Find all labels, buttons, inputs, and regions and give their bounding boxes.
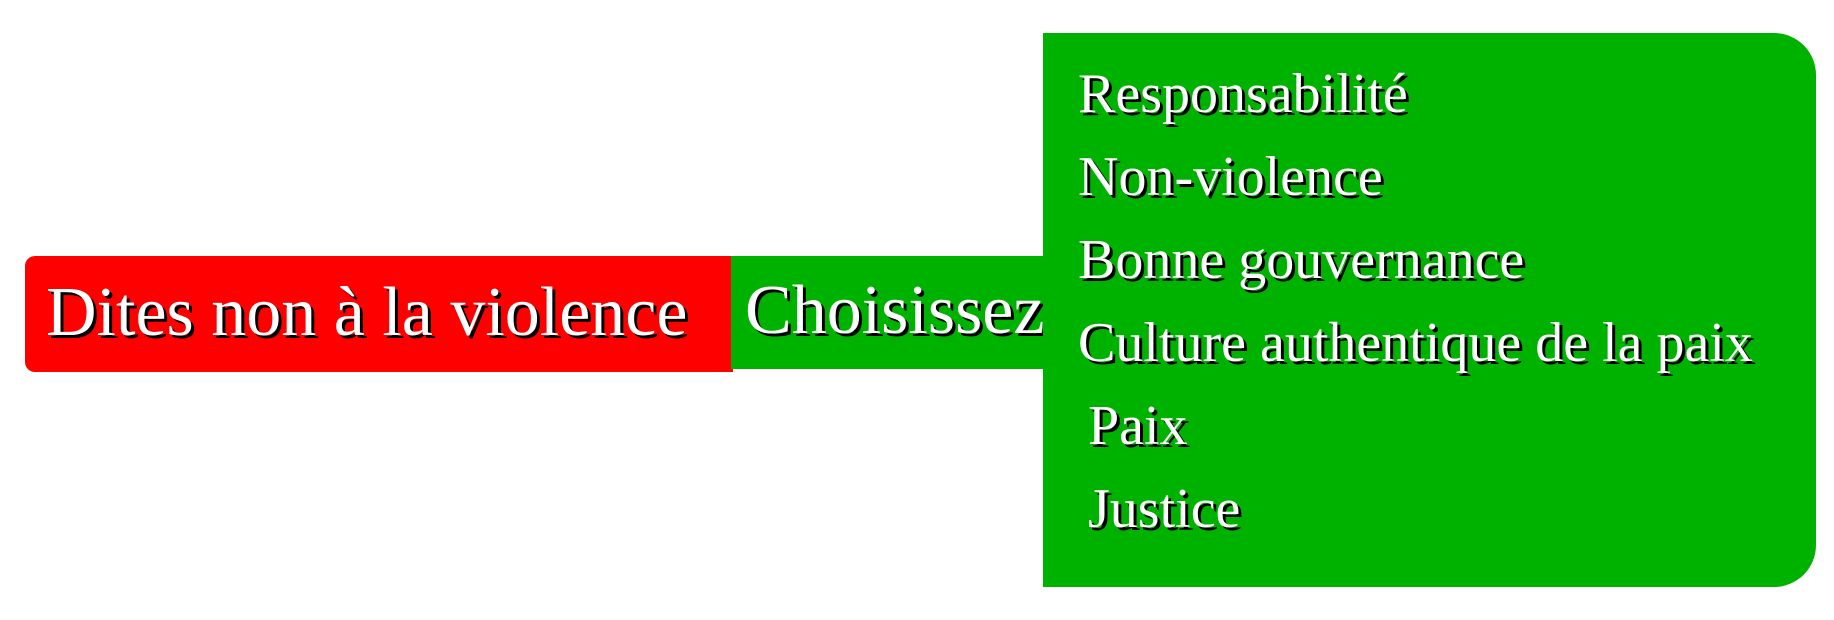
say-no-to-violence-box: Dites non à la violence bbox=[25, 256, 733, 372]
choice-item-non-violence: Non-violence bbox=[1078, 146, 1383, 208]
choose-text: Choisissez bbox=[745, 272, 1045, 349]
say-no-to-violence-text: Dites non à la violence bbox=[46, 274, 688, 351]
choice-item-good-governance: Bonne gouvernance bbox=[1078, 229, 1525, 291]
choice-item-responsibility: Responsabilité bbox=[1078, 63, 1408, 125]
choice-item-peace: Paix bbox=[1088, 395, 1188, 457]
choose-box: Choisissez bbox=[731, 256, 1051, 369]
choice-item-culture-of-peace: Culture authentique de la paix bbox=[1078, 312, 1753, 374]
choice-item-justice: Justice bbox=[1088, 478, 1241, 540]
choices-box: Responsabilité Non-violence Bonne gouver… bbox=[1043, 33, 1816, 587]
